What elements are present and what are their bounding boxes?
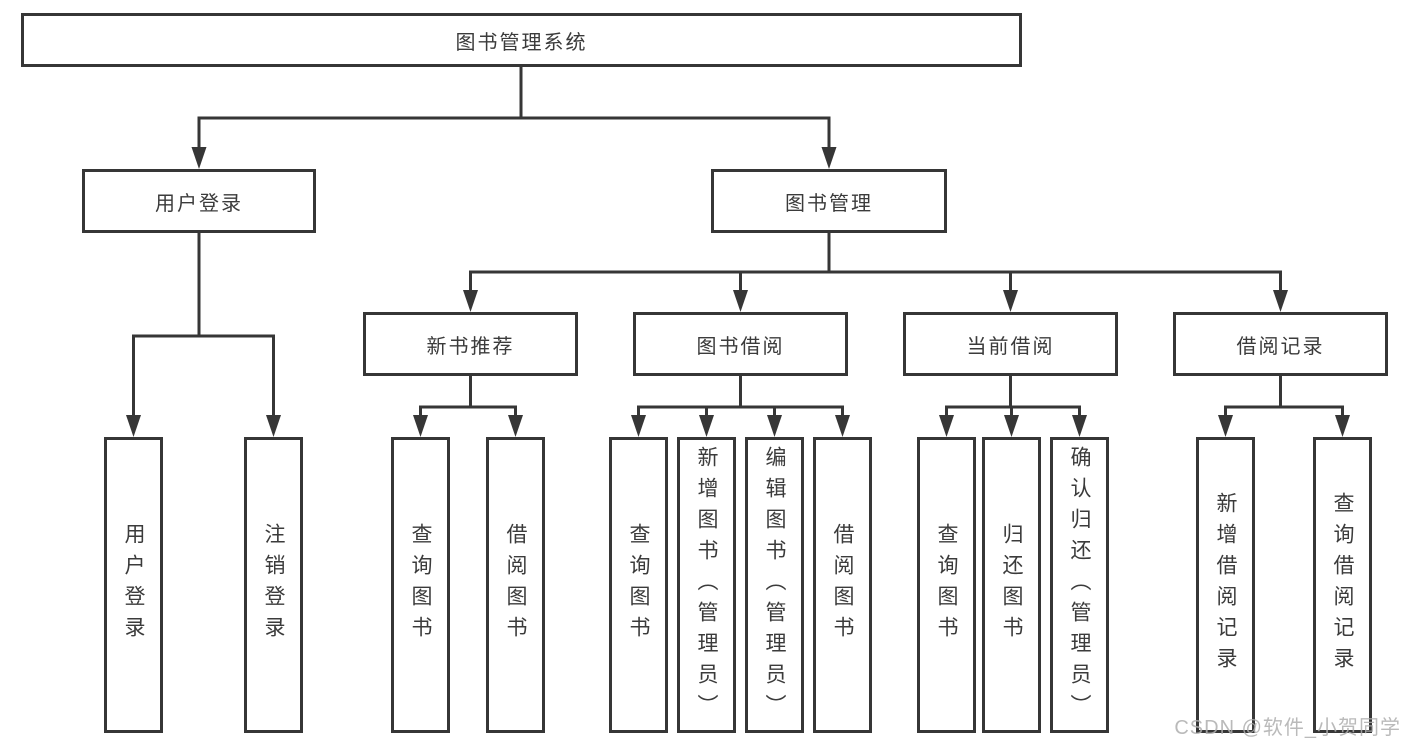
leaf-query-books-2: 查询图书 [609, 437, 668, 733]
leaf-edit-books-admin: 编辑图书（管理员） [745, 437, 804, 733]
leaf-borrow-books-2-label: 借阅图书 [831, 523, 854, 647]
leaf-return-books-label: 归还图书 [1000, 523, 1023, 647]
leaf-user-login-label: 用户登录 [122, 523, 145, 647]
leaf-query-books-3-label: 查询图书 [935, 523, 958, 647]
node-library-management-system: 图书管理系统 [21, 13, 1022, 67]
leaf-edit-books-admin-label: 编辑图书（管理员） [763, 445, 786, 725]
watermark: CSDN @软件_小贺同学 [1174, 717, 1401, 739]
leaf-query-borrow-record: 查询借阅记录 [1313, 437, 1372, 733]
leaf-add-books-admin: 新增图书（管理员） [677, 437, 736, 733]
leaf-logout-label: 注销登录 [262, 523, 285, 647]
node-book-management-branch: 图书管理 [711, 169, 947, 233]
leaf-return-books: 归还图书 [982, 437, 1041, 733]
node-book-borrowing: 图书借阅 [633, 312, 848, 376]
node-new-book-recommendation: 新书推荐 [363, 312, 578, 376]
leaf-add-borrow-record: 新增借阅记录 [1196, 437, 1255, 733]
node-book-borrowing-label: 图书借阅 [696, 335, 785, 358]
node-current-borrowing-label: 当前借阅 [966, 335, 1055, 358]
leaf-confirm-return-admin: 确认归还（管理员） [1050, 437, 1109, 733]
node-user-login-branch: 用户登录 [82, 169, 316, 233]
leaf-query-books-1: 查询图书 [391, 437, 450, 733]
node-library-management-system-label: 图书管理系统 [455, 31, 588, 54]
leaf-user-login: 用户登录 [104, 437, 163, 733]
node-new-book-recommendation-label: 新书推荐 [426, 335, 515, 358]
node-book-management-branch-label: 图书管理 [785, 192, 873, 215]
node-borrowing-records-label: 借阅记录 [1236, 335, 1325, 358]
leaf-borrow-books-2: 借阅图书 [813, 437, 872, 733]
node-borrowing-records: 借阅记录 [1173, 312, 1388, 376]
node-user-login-branch-label: 用户登录 [155, 192, 243, 215]
leaf-add-books-admin-label: 新增图书（管理员） [695, 445, 718, 725]
leaf-logout: 注销登录 [244, 437, 303, 733]
leaf-add-borrow-record-label: 新增借阅记录 [1214, 492, 1237, 678]
leaf-query-books-2-label: 查询图书 [627, 523, 650, 647]
leaf-query-books-3: 查询图书 [917, 437, 976, 733]
leaf-query-borrow-record-label: 查询借阅记录 [1331, 492, 1354, 678]
leaf-query-books-1-label: 查询图书 [409, 523, 432, 647]
leaf-borrow-books-1-label: 借阅图书 [504, 523, 527, 647]
node-current-borrowing: 当前借阅 [903, 312, 1118, 376]
leaf-borrow-books-1: 借阅图书 [486, 437, 545, 733]
leaf-confirm-return-admin-label: 确认归还（管理员） [1068, 445, 1091, 725]
